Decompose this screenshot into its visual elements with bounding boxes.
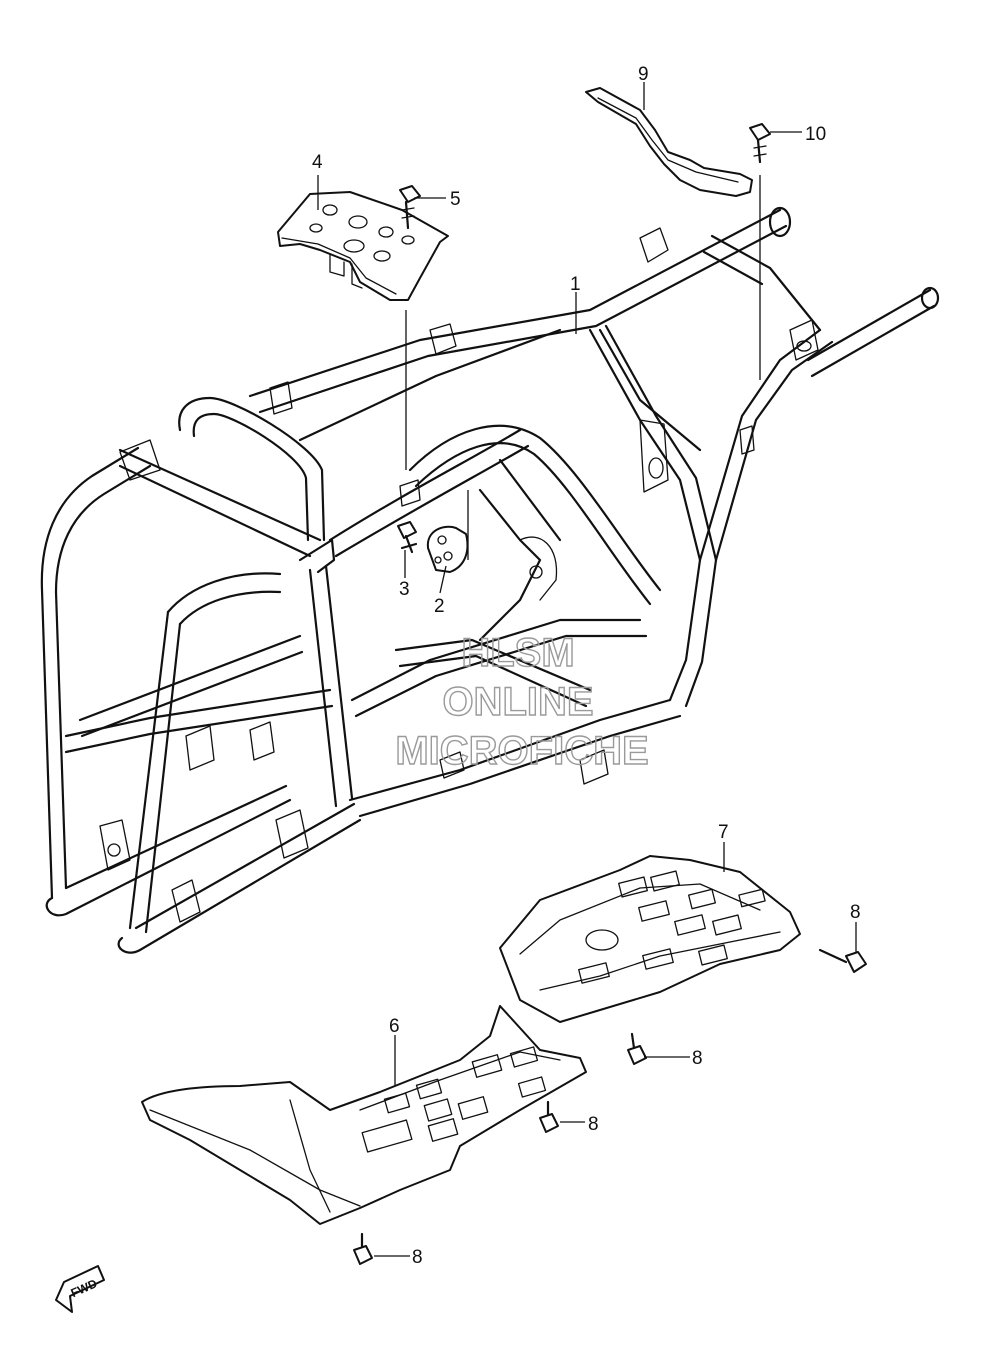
part-8-bolt-b[interactable] [627, 1032, 647, 1065]
fwd-arrow-icon: FWD [55, 1265, 105, 1313]
part-9-bracket[interactable] [585, 87, 753, 197]
callout-6: 6 [389, 1016, 400, 1037]
callout-1: 1 [570, 274, 581, 295]
callout-8c: 8 [588, 1114, 599, 1135]
watermark-line-3: MICROFICHE [395, 729, 648, 773]
part-1-frame[interactable] [40, 175, 940, 954]
callout-2: 2 [434, 596, 445, 617]
part-3-bolt[interactable] [397, 521, 418, 554]
callout-8a: 8 [850, 902, 861, 923]
part-8-bolt-d[interactable] [353, 1232, 373, 1265]
callout-10: 10 [805, 124, 826, 145]
part-8-bolt-c[interactable] [539, 1100, 559, 1133]
watermark-line-1: HLSM [461, 631, 574, 675]
part-4-plate[interactable] [277, 191, 449, 301]
part-8-bolt-a[interactable] [818, 948, 867, 973]
watermark: HLSM ONLINE MICROFICHE [395, 630, 650, 773]
callout-9: 9 [638, 64, 649, 85]
callout-3: 3 [399, 579, 410, 600]
part-10-bolt[interactable] [749, 123, 771, 164]
callout-8b: 8 [692, 1048, 703, 1069]
callout-4: 4 [312, 152, 323, 173]
watermark-line-2: ONLINE [442, 680, 593, 724]
callout-8d: 8 [412, 1247, 423, 1268]
part-7-skid-plate[interactable] [499, 855, 801, 1023]
leader-lines [317, 82, 857, 1257]
part-2-plate[interactable] [426, 525, 469, 573]
callout-5: 5 [450, 189, 461, 210]
part-6-skid-plate[interactable] [141, 1005, 587, 1225]
callout-7: 7 [718, 822, 729, 843]
part-5-bolt[interactable] [399, 185, 421, 230]
